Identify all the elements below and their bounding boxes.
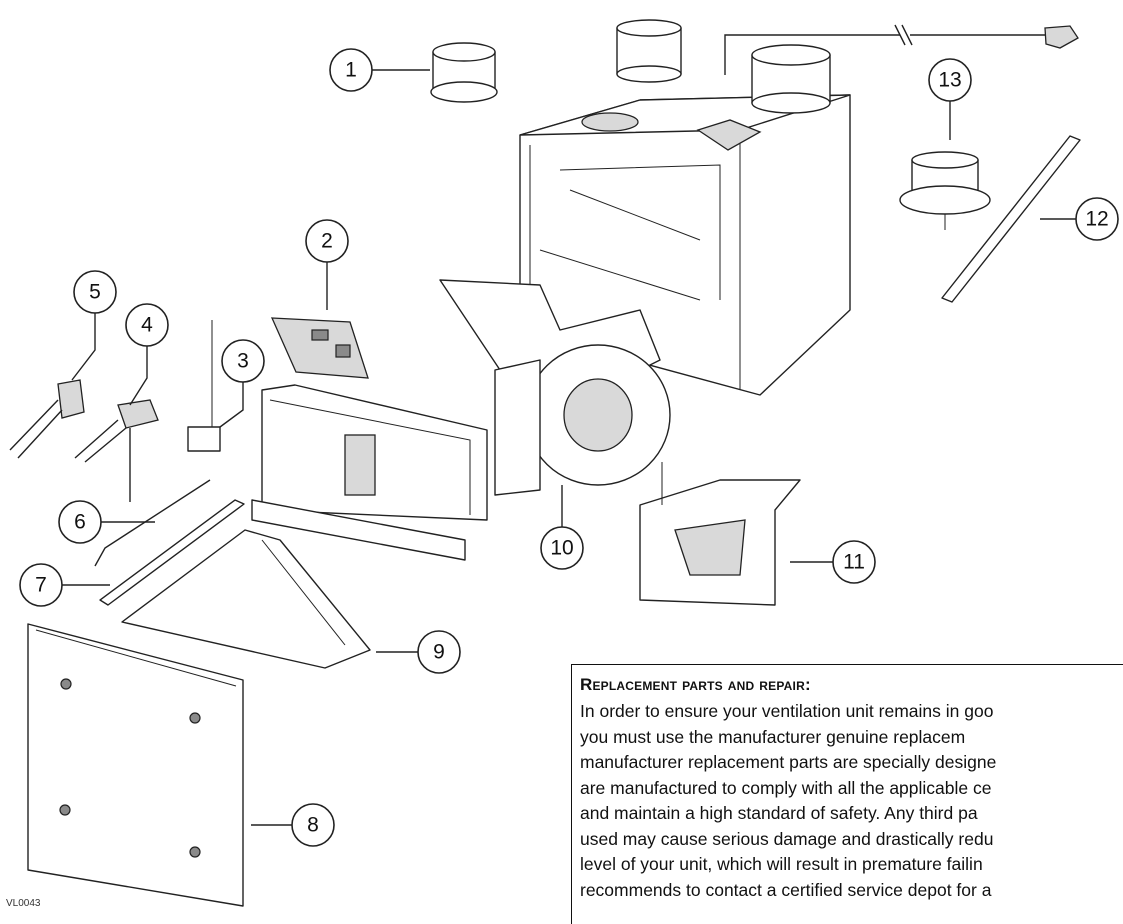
callout-5: 5 <box>73 270 117 314</box>
callout-6: 6 <box>58 500 102 544</box>
control-module <box>187 320 221 452</box>
duct-collar <box>430 42 498 103</box>
collar-with-damper <box>899 151 991 230</box>
notice-line: level of your unit, which will result in… <box>580 854 983 874</box>
filter-tray <box>121 529 371 669</box>
svg-text:8: 8 <box>307 814 319 837</box>
callout-2: 2 <box>305 219 349 263</box>
notice-line: In order to ensure your ventilation unit… <box>580 701 994 721</box>
electronic-board <box>270 317 369 379</box>
leader-lines <box>62 69 1076 826</box>
callout-7: 7 <box>19 563 63 607</box>
svg-text:3: 3 <box>237 350 249 373</box>
relay <box>9 379 85 459</box>
callout-12: 12 <box>1075 197 1119 241</box>
callout-9: 9 <box>417 630 461 674</box>
svg-text:6: 6 <box>74 511 86 534</box>
cabinet-top-collars <box>616 19 831 114</box>
svg-text:4: 4 <box>141 314 153 337</box>
svg-text:1: 1 <box>345 59 357 82</box>
drawing-code: VL0043 <box>6 898 41 909</box>
notice-line: used may cause serious damage and drasti… <box>580 828 994 849</box>
notice-line: and maintain a high standard of safety. … <box>580 803 978 823</box>
access-panel <box>27 623 244 907</box>
svg-text:9: 9 <box>433 641 445 664</box>
callout-1: 1 <box>329 48 373 92</box>
svg-text:11: 11 <box>843 551 865 574</box>
electrical-box <box>251 384 488 561</box>
callout-10: 10 <box>540 526 584 570</box>
notice-line: manufacturer replacement parts are speci… <box>580 752 997 772</box>
power-cord <box>724 24 1079 75</box>
svg-text:2: 2 <box>321 230 333 253</box>
callout-3: 3 <box>221 339 265 383</box>
callout-11: 11 <box>832 540 876 584</box>
notice-line: you must use the manufacturer genuine re… <box>580 726 966 747</box>
svg-text:5: 5 <box>89 281 101 304</box>
svg-text:10: 10 <box>550 537 573 560</box>
notice-title: Replacement parts and repair: <box>580 675 811 694</box>
damper-assembly <box>639 462 801 606</box>
svg-text:7: 7 <box>35 574 47 597</box>
callout-8: 8 <box>291 803 335 847</box>
transformer <box>74 399 159 502</box>
svg-text:13: 13 <box>938 69 961 92</box>
wire-harness <box>94 479 211 567</box>
svg-text:12: 12 <box>1085 208 1108 231</box>
notice-line: recommends to contact a certified servic… <box>580 879 992 900</box>
notice-line: are manufactured to comply with all the … <box>580 777 992 798</box>
blower-assembly <box>439 279 671 496</box>
mounting-bracket-bar <box>941 135 1081 303</box>
filter-strip <box>99 499 245 606</box>
replacement-parts-notice: Replacement parts and repair: In order t… <box>571 664 1123 924</box>
callout-4: 4 <box>125 303 169 347</box>
callout-13: 13 <box>928 58 972 102</box>
